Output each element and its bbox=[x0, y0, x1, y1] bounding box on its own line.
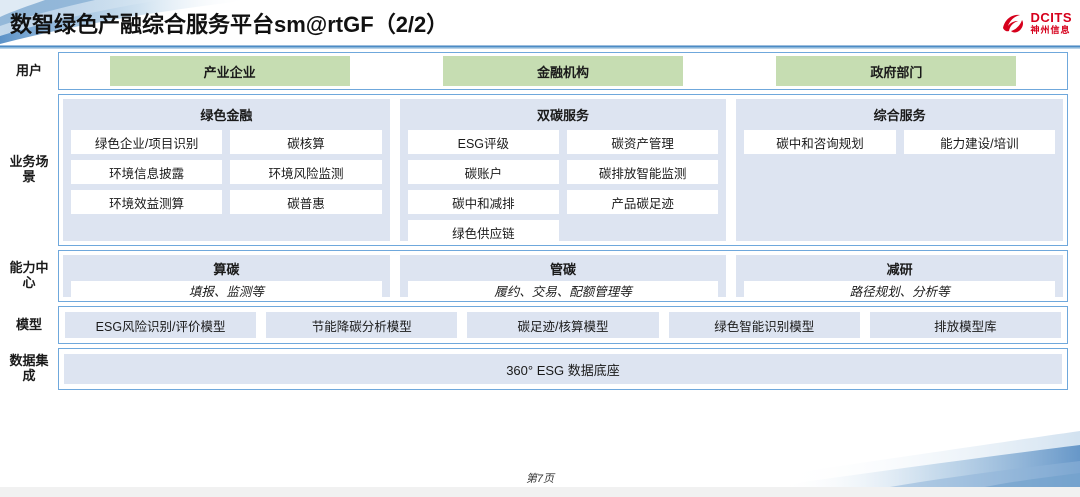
layer-label-user: 用户 bbox=[15, 62, 42, 78]
business-item[interactable]: 环境信息披露 bbox=[71, 160, 223, 184]
business-item-grid: ESG评级 碳资产管理 碳账户 碳排放智能监测 碳中和减排 产品碳足迹 绿色供应… bbox=[407, 130, 719, 244]
business-column-dual-carbon: 双碳服务 ESG评级 碳资产管理 碳账户 碳排放智能监测 碳中和减排 产品碳足迹… bbox=[399, 99, 727, 244]
capability-column-manage-carbon: 管碳 履约、交易、配额管理等 bbox=[399, 255, 727, 300]
user-item-government[interactable]: 政府部门 bbox=[776, 56, 1017, 86]
layer-data-integration: 数据集成 360° ESG 数据底座 bbox=[0, 348, 1080, 390]
business-item[interactable]: ESG评级 bbox=[407, 130, 559, 154]
business-item[interactable]: 碳核算 bbox=[230, 130, 382, 154]
layer-body-model: ESG风险识别/评价模型 节能降碳分析模型 碳足迹/核算模型 绿色智能识别模型 … bbox=[58, 306, 1068, 344]
business-item[interactable]: 碳排放智能监测 bbox=[567, 160, 719, 184]
user-item-financial[interactable]: 金融机构 bbox=[443, 56, 683, 86]
header-divider bbox=[0, 45, 1080, 49]
business-item[interactable]: 环境效益测算 bbox=[71, 190, 223, 214]
layer-model: 模型 ESG风险识别/评价模型 节能降碳分析模型 碳足迹/核算模型 绿色智能识别… bbox=[0, 306, 1080, 344]
capability-title: 减研 bbox=[886, 262, 913, 277]
brand-logo: DCITS 神州信息 bbox=[1001, 8, 1073, 38]
model-item[interactable]: 碳足迹/核算模型 bbox=[467, 312, 659, 338]
page-number: 第7页 bbox=[525, 473, 555, 485]
business-item[interactable]: 能力建设/培训 bbox=[903, 130, 1056, 154]
business-column-title: 双碳服务 bbox=[537, 108, 590, 123]
layer-body-business: 绿色金融 绿色企业/项目识别 碳核算 环境信息披露 环境风险监测 环境效益测算 … bbox=[58, 94, 1068, 246]
business-item[interactable]: 绿色供应链 bbox=[407, 220, 559, 244]
business-item[interactable]: 绿色企业/项目识别 bbox=[71, 130, 223, 154]
layer-label-business: 业务场景 bbox=[9, 154, 49, 184]
capability-title: 算碳 bbox=[213, 262, 240, 277]
capability-subtitle[interactable]: 路径规划、分析等 bbox=[744, 281, 1056, 300]
user-cell: 政府部门 bbox=[730, 56, 1063, 86]
business-item[interactable]: 碳账户 bbox=[407, 160, 559, 184]
business-item[interactable]: 碳普惠 bbox=[230, 190, 382, 214]
business-item[interactable]: 碳资产管理 bbox=[567, 130, 719, 154]
business-item[interactable]: 碳中和减排 bbox=[407, 190, 559, 214]
layer-capability-center: 能力中心 算碳 填报、监测等 管碳 履约、交易、配额管理等 减研 路径规划、分析… bbox=[0, 250, 1080, 302]
dcits-swirl-icon bbox=[1001, 12, 1027, 34]
capability-column-calc-carbon: 算碳 填报、监测等 bbox=[63, 255, 390, 300]
page-bottom-strip bbox=[0, 487, 1080, 497]
business-column-title: 综合服务 bbox=[873, 108, 926, 123]
layer-body-user: 产业企业 金融机构 政府部门 bbox=[58, 52, 1068, 90]
business-item[interactable]: 碳中和咨询规划 bbox=[744, 130, 896, 154]
layer-label-data: 数据集成 bbox=[9, 353, 49, 383]
business-item[interactable]: 环境风险监测 bbox=[230, 160, 382, 184]
layer-user: 用户 产业企业 金融机构 政府部门 bbox=[0, 52, 1080, 90]
user-item-industry[interactable]: 产业企业 bbox=[109, 56, 350, 86]
page-title: 数智绿色产融综合服务平台sm@rtGF（2/2） bbox=[10, 12, 449, 37]
layer-label-model: 模型 bbox=[15, 316, 42, 332]
business-item[interactable]: 产品碳足迹 bbox=[567, 190, 719, 214]
capability-subtitle[interactable]: 履约、交易、配额管理等 bbox=[407, 281, 719, 300]
capability-column-reduce-research: 减研 路径规划、分析等 bbox=[736, 255, 1064, 300]
business-item-grid: 绿色企业/项目识别 碳核算 环境信息披露 环境风险监测 环境效益测算 碳普惠 bbox=[71, 130, 382, 214]
slide-header: 数智绿色产融综合服务平台sm@rtGF（2/2） DCITS 神州信息 bbox=[0, 0, 1080, 49]
layer-label-capability: 能力中心 bbox=[9, 260, 49, 290]
capability-subtitle[interactable]: 填报、监测等 bbox=[71, 281, 382, 300]
model-item[interactable]: ESG风险识别/评价模型 bbox=[65, 312, 257, 338]
user-cell: 金融机构 bbox=[396, 56, 729, 86]
business-item-grid: 碳中和咨询规划 能力建设/培训 bbox=[744, 130, 1056, 154]
model-item[interactable]: 节能降碳分析模型 bbox=[266, 312, 458, 338]
layer-body-data: 360° ESG 数据底座 bbox=[58, 348, 1068, 390]
capability-title: 管碳 bbox=[550, 262, 577, 277]
business-item-placeholder bbox=[567, 220, 718, 244]
data-foundation-item[interactable]: 360° ESG 数据底座 bbox=[64, 354, 1062, 384]
logo-text-en: DCITS bbox=[1030, 10, 1072, 25]
logo-text-cn: 神州信息 bbox=[1030, 25, 1071, 35]
layer-body-capability: 算碳 填报、监测等 管碳 履约、交易、配额管理等 减研 路径规划、分析等 bbox=[58, 250, 1068, 302]
model-item[interactable]: 绿色智能识别模型 bbox=[668, 312, 860, 338]
architecture-diagram: 用户 产业企业 金融机构 政府部门 业务场景 绿色金融 绿色企业/项目识别 碳核… bbox=[0, 52, 1080, 464]
layer-business-scenario: 业务场景 绿色金融 绿色企业/项目识别 碳核算 环境信息披露 环境风险监测 环境… bbox=[0, 94, 1080, 246]
business-column-green-finance: 绿色金融 绿色企业/项目识别 碳核算 环境信息披露 环境风险监测 环境效益测算 … bbox=[63, 99, 390, 241]
model-item[interactable]: 排放模型库 bbox=[869, 312, 1062, 338]
user-cell: 产业企业 bbox=[63, 56, 396, 86]
business-column-title: 绿色金融 bbox=[200, 108, 253, 123]
business-column-comprehensive: 综合服务 碳中和咨询规划 能力建设/培训 bbox=[736, 99, 1064, 241]
